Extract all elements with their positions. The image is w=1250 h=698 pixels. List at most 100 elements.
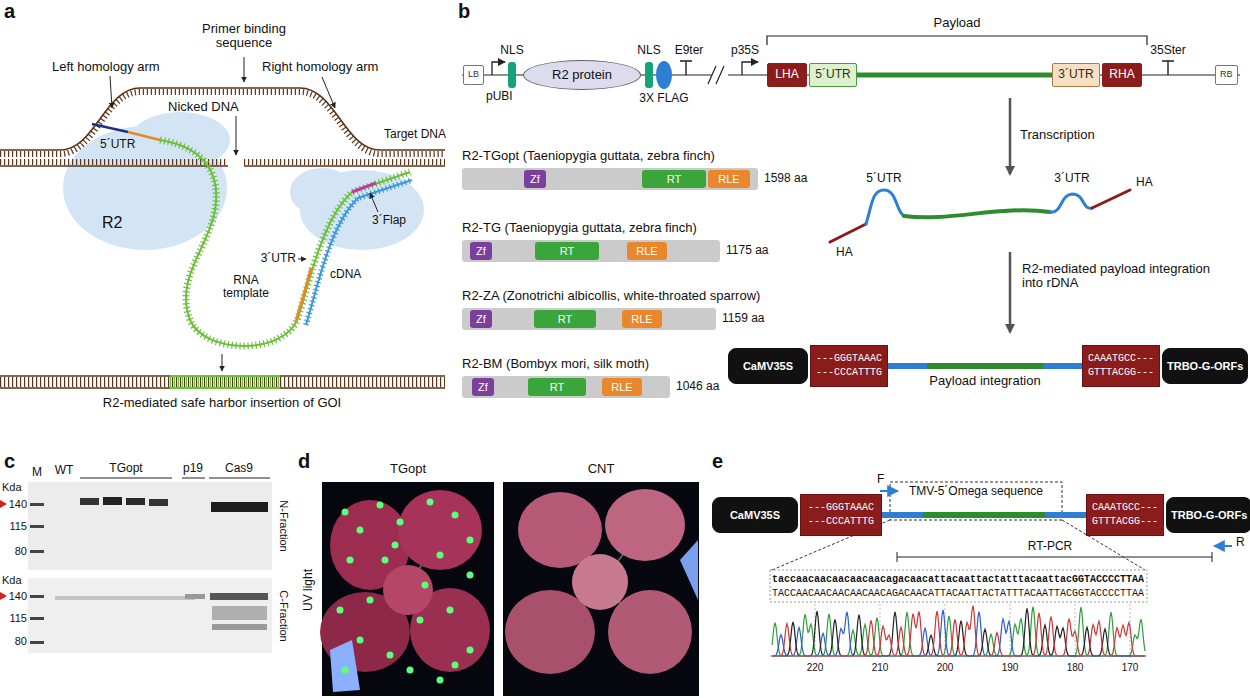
t-dna-backbone	[708, 66, 724, 84]
gfp-spot	[407, 667, 414, 674]
lane-label: TGopt	[109, 462, 142, 475]
protein-name: R2-BM (Bombyx mori, silk moth)	[462, 357, 649, 371]
protein-name: R2-TGopt (Taeniopygia guttata, zebra fin…	[462, 149, 715, 163]
target-dna	[0, 165, 445, 167]
protein-ellipse: R2 protein	[523, 60, 641, 90]
node-text: RT	[550, 381, 564, 393]
western-blot	[185, 594, 205, 599]
plant-photo	[503, 482, 699, 696]
gfp-spot	[467, 647, 474, 654]
gfp-spot	[392, 542, 399, 549]
payload-line	[888, 363, 1082, 369]
western-blot	[103, 497, 122, 505]
lane-label: Cas9	[225, 462, 253, 475]
axis-unit: Kda	[2, 481, 22, 493]
homology-arm: LHA	[767, 63, 807, 87]
marker-size: 115	[9, 612, 27, 624]
domain-box: RLE	[602, 378, 642, 396]
transcript-rna	[866, 190, 904, 224]
cdna-strand	[306, 180, 412, 325]
node-text: ---CCCATTTG	[808, 515, 874, 529]
callout: cDNA	[330, 268, 361, 281]
element-label: HA	[1136, 176, 1153, 189]
marker-size: 115	[9, 520, 27, 532]
leader-arrow	[322, 77, 335, 108]
callout: Target DNA	[384, 128, 446, 141]
node-text: ---GGGTAAAC	[808, 501, 874, 515]
protein-name: R2-TG (Taeniopygia guttata, zebra finch)	[462, 221, 697, 235]
node-text: RLE	[718, 173, 739, 185]
border-box: LB	[463, 65, 484, 85]
plant-photo	[383, 565, 433, 615]
step-caption: R2-mediated safe harbor insertion of GOI	[103, 396, 341, 410]
western-blot	[212, 606, 267, 620]
axis-unit: Kda	[2, 574, 22, 586]
r2-cloud	[63, 112, 424, 250]
domain-box: RLE	[708, 170, 750, 188]
rt-pcr-bracket	[897, 552, 1212, 562]
leader-arrow	[236, 116, 237, 155]
gfp-spot	[377, 502, 384, 509]
domain-box: Zf	[472, 378, 494, 396]
promoter-box: CaMV35S	[712, 497, 798, 533]
sequence-frame	[770, 570, 1147, 602]
homology-arm: RHA	[1102, 63, 1142, 87]
gfp-spot	[397, 519, 404, 526]
western-blot	[30, 503, 44, 506]
primer-label: R	[1236, 536, 1245, 549]
fraction-label: N-Fraction	[278, 500, 290, 551]
transcript-rna	[1050, 194, 1092, 212]
lane-label: p19	[183, 462, 203, 475]
panel-letter: c	[4, 450, 15, 472]
plant-photo	[680, 540, 698, 600]
transcript-rna	[904, 210, 1050, 217]
promoter-arrow	[742, 62, 758, 75]
panel-letter: d	[298, 450, 310, 472]
vector-box: TRBO-G-ORFs	[1166, 497, 1250, 533]
node-text: 5´UTR	[815, 68, 850, 81]
element-label: 3X FLAG	[639, 92, 688, 105]
plant-photo	[398, 490, 482, 570]
domain-box: Zf	[524, 170, 546, 188]
process-arrow	[1009, 98, 1012, 332]
edited-dna	[0, 376, 445, 388]
node-text: RT	[558, 313, 572, 325]
utr-box: 3´UTR	[1052, 63, 1100, 87]
r2-cloud	[290, 168, 354, 216]
nls-tag	[645, 62, 653, 88]
photo-label: TGopt	[390, 462, 426, 476]
protein-bar: R2-TG (Taeniopygia guttata, zebra finch)…	[462, 240, 720, 262]
node-text: ---CCCATTTG	[816, 366, 882, 380]
panel-letter: b	[458, 0, 470, 22]
chromatogram	[772, 607, 1145, 656]
protein-bar: R2-ZA (Zonotrichi albicollis, white-thro…	[462, 308, 716, 330]
western-blot	[30, 617, 44, 620]
western-blot	[149, 499, 168, 506]
domain-box: RT	[642, 170, 706, 188]
junction-box: ---GGGTAAAC---CCCATTTG	[810, 345, 888, 387]
node-text: Zf	[476, 313, 486, 325]
callout: Right homology arm	[262, 60, 378, 74]
bracket-label: RT-PCR	[1028, 540, 1072, 553]
protein-bar: R2-TGopt (Taeniopygia guttata, zebra fin…	[462, 168, 758, 190]
western-blot	[212, 624, 267, 630]
axis-tick: 170	[1122, 662, 1139, 673]
element-label: p35S	[731, 44, 759, 57]
marker-size: 80	[15, 635, 27, 647]
node-text: CaMV35S	[730, 509, 780, 521]
node-text: RLE	[636, 245, 657, 257]
callout: Left homology arm	[52, 60, 160, 74]
cdna-strand	[306, 180, 412, 325]
node-text: RLE	[631, 313, 652, 325]
gfp-spot	[452, 512, 459, 519]
node-text: GTTTACGG---	[1092, 515, 1158, 529]
element-label: HA	[836, 246, 853, 259]
leader-arrow	[110, 57, 378, 371]
callout: 3´Flap	[372, 214, 406, 227]
callout: Nicked DNA	[168, 100, 239, 114]
bracket-label: Payload	[934, 16, 981, 30]
cdna-strand	[306, 180, 412, 325]
target-dna	[0, 92, 445, 154]
plant-photo	[605, 489, 685, 561]
